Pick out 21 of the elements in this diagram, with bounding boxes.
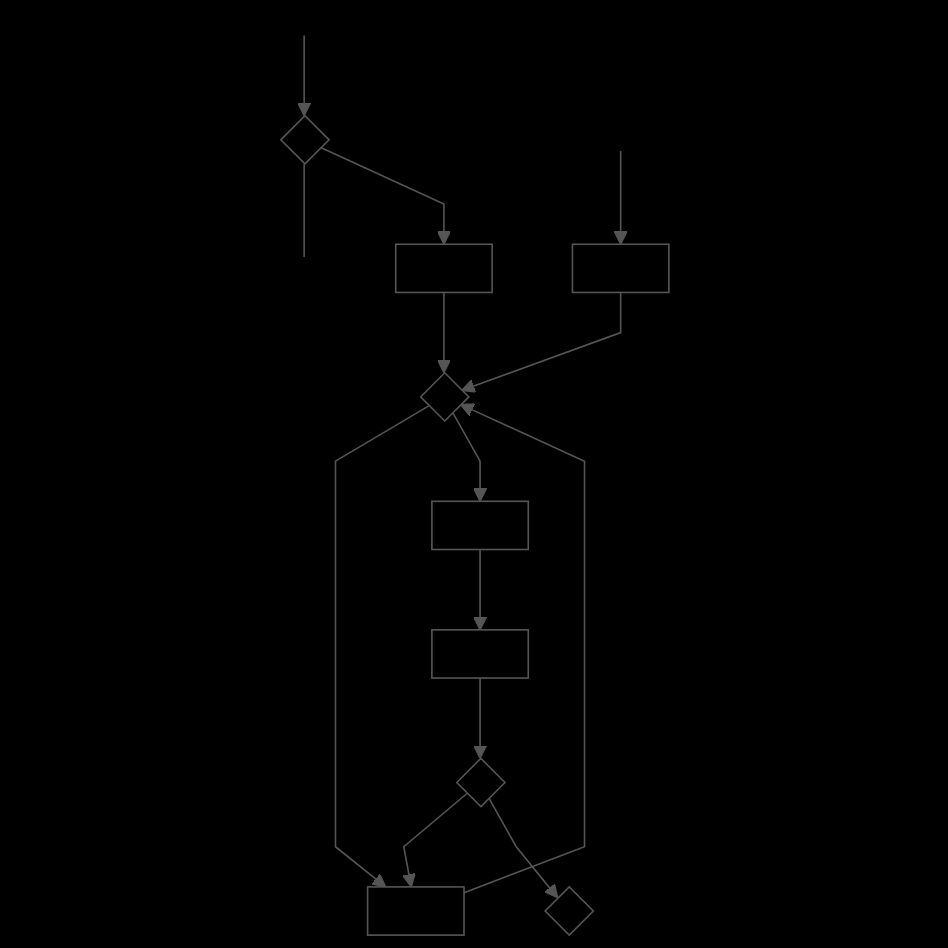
decision-diamond [543,885,594,937]
decision-diamond [454,757,506,808]
arrow [436,291,451,374]
arrow [450,411,487,502]
arrow [296,34,311,117]
arrow [333,405,429,888]
process-box [430,629,529,679]
arrow [472,677,487,759]
process-box [430,500,529,551]
process-box [570,243,669,294]
process-box [365,886,464,936]
arrow [401,792,467,888]
decision-diamond [418,371,470,423]
arrow [612,150,627,245]
arrow [460,291,621,393]
arrow [458,403,585,894]
process-box [394,243,493,294]
arrow [487,797,558,899]
arrow [319,146,451,245]
decision-diamond [278,114,330,166]
arrow [472,548,487,631]
